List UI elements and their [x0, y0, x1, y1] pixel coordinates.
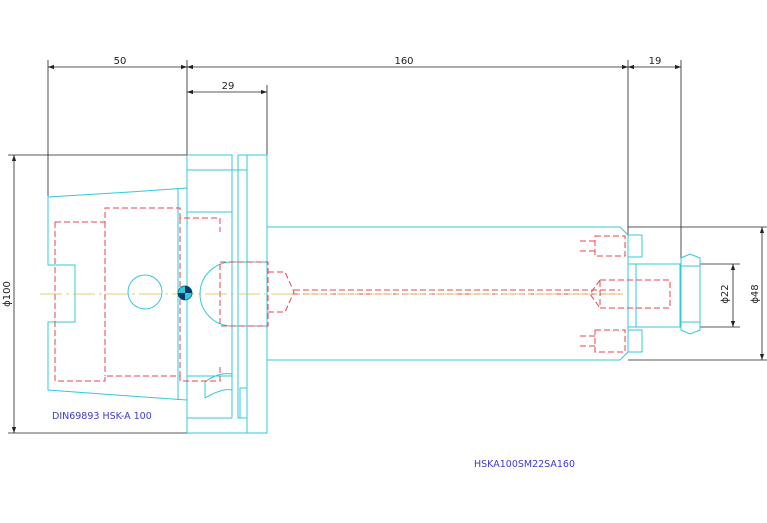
dim-29-label: 29	[222, 81, 235, 92]
part-code-label: HSKA100SM22SA160	[474, 459, 575, 470]
dim-50-label: 50	[114, 56, 127, 67]
standard-label: DIN69893 HSK-A 100	[52, 411, 152, 422]
dimension-lines	[8, 60, 767, 434]
dim-19-label: 19	[649, 56, 662, 67]
dim-dia22-label: ϕ22	[720, 284, 731, 303]
dim-dia48-label: ϕ48	[750, 284, 761, 303]
hidden-lines	[54, 207, 671, 382]
dim-dia100-label: ϕ100	[2, 281, 13, 307]
origin-marker	[177, 285, 193, 301]
dim-160-label: 160	[394, 56, 413, 67]
